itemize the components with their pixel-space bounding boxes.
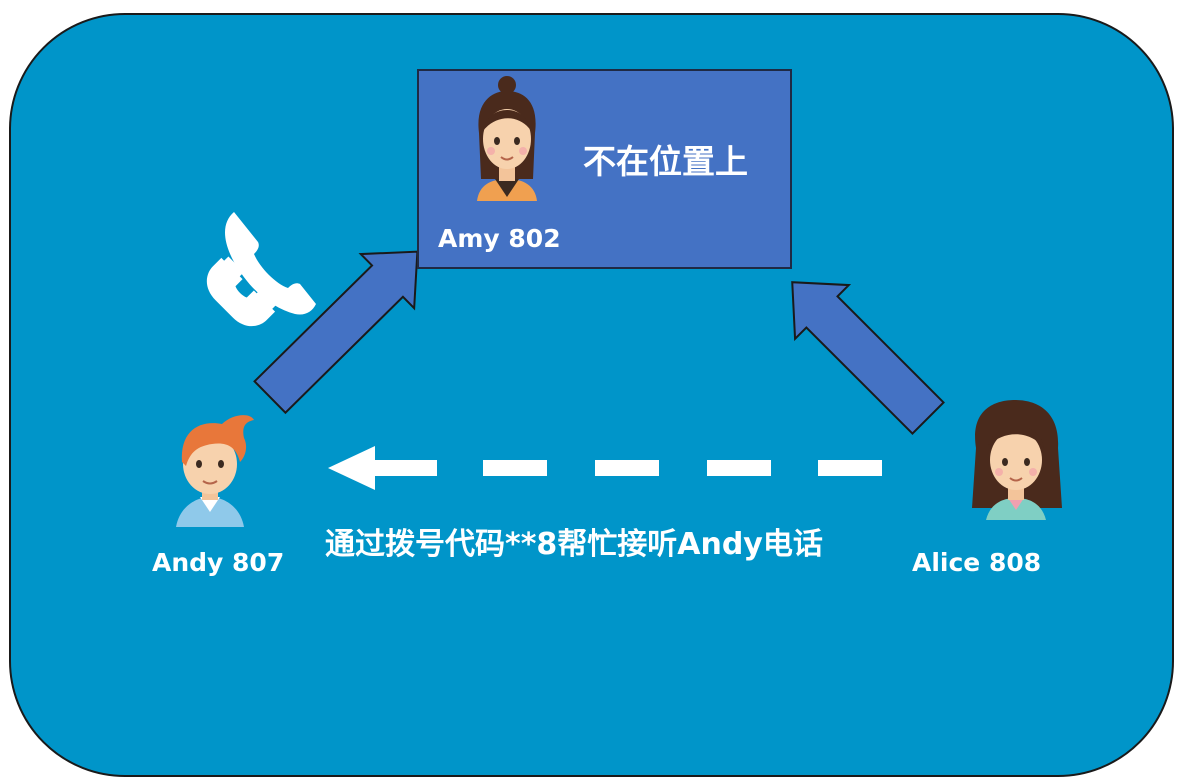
female-avatar-icon <box>477 76 537 201</box>
female-avatar-icon <box>972 400 1062 520</box>
alice-name-label: Alice 808 <box>912 548 1042 577</box>
dashed-arrow-alice-to-andy <box>328 446 882 490</box>
arrow-alice-to-amy <box>791 281 945 435</box>
amy-card <box>417 69 792 269</box>
andy-name-label: Andy 807 <box>152 548 285 577</box>
pickup-caption: 通过拨号代码**8帮忙接听Andy电话 <box>325 527 823 562</box>
background-panel <box>9 13 1174 777</box>
phone-handset-icon-shape <box>225 212 316 315</box>
amy-status-label: 不在位置上 <box>583 142 748 181</box>
arrow-andy-to-amy <box>253 250 419 415</box>
amy-name-label: Amy 802 <box>438 224 561 253</box>
male-avatar-icon <box>176 415 254 527</box>
